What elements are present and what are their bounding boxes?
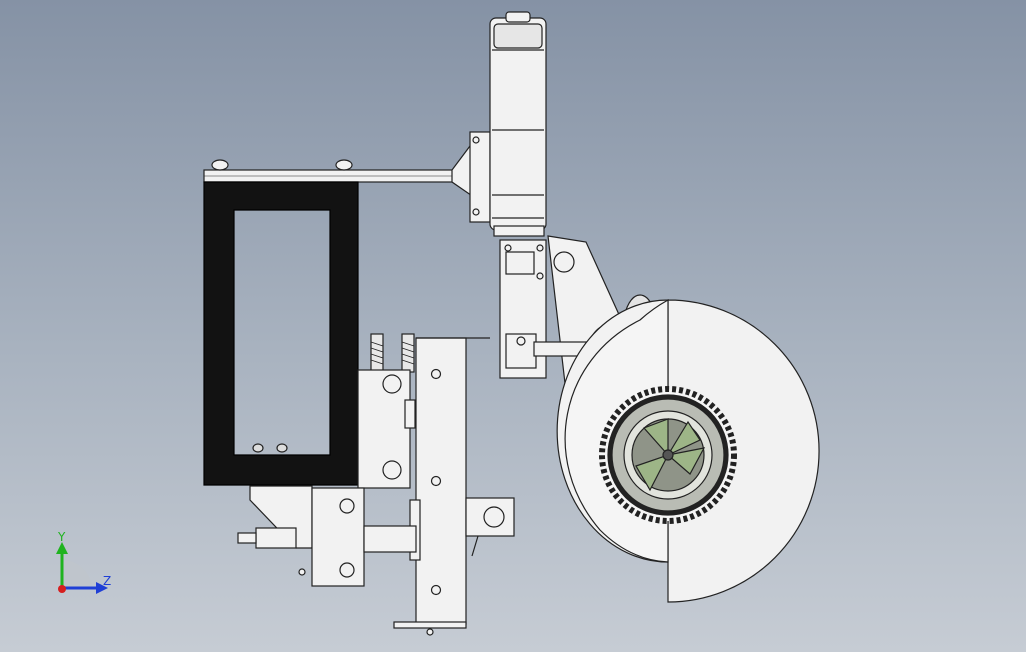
black-frame	[203, 181, 359, 486]
bolt-head	[211, 159, 229, 171]
seeder-unit-model	[203, 11, 820, 636]
hub-spoke	[635, 453, 670, 492]
axis-triad	[56, 542, 108, 594]
hub-spoke	[666, 447, 706, 475]
hub-spoke	[666, 420, 701, 457]
hub-spoke	[642, 418, 669, 457]
triad-z-label: Z	[103, 574, 112, 588]
triad-y-label: Y	[58, 530, 66, 544]
bolt-head	[335, 159, 353, 171]
